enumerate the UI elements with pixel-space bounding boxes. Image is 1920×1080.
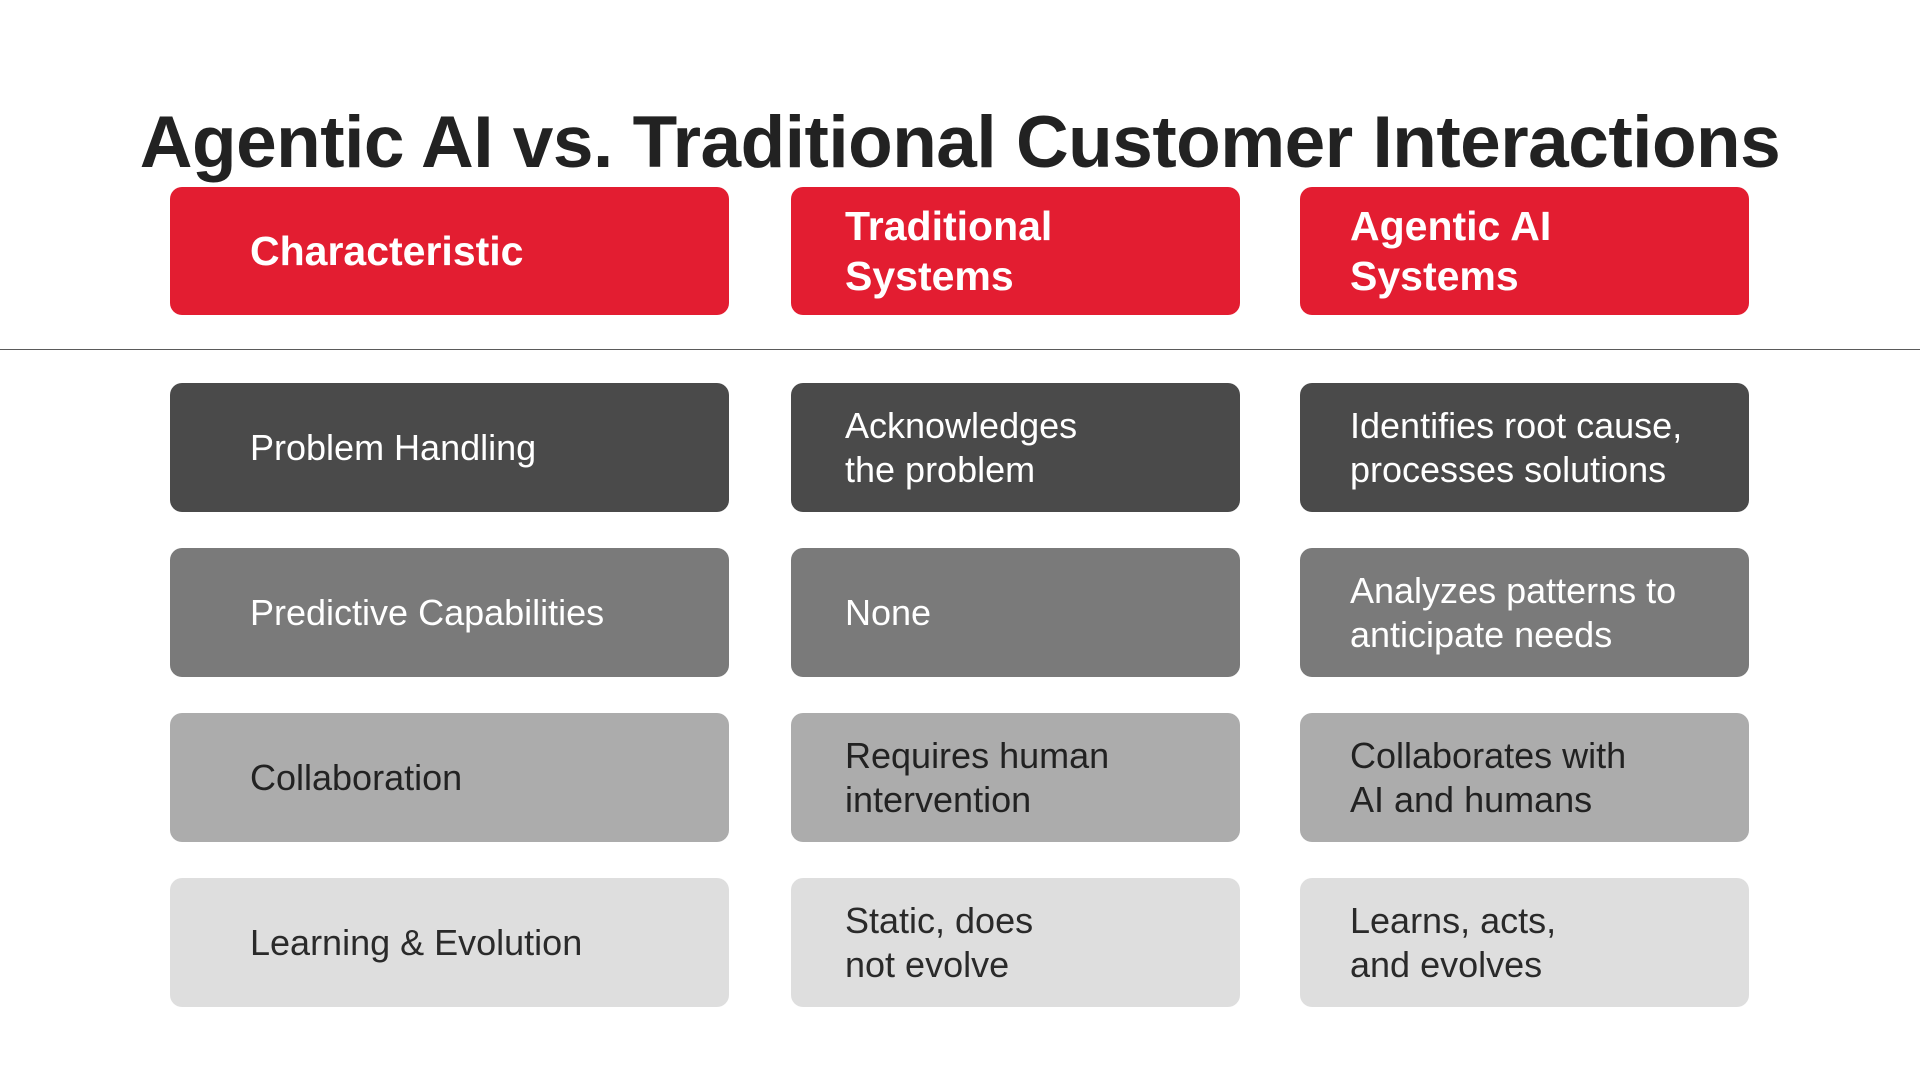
header-label: Characteristic bbox=[250, 228, 524, 274]
page-title: Agentic AI vs. Traditional Customer Inte… bbox=[139, 101, 1781, 183]
row-problem-handling-agentic: Identifies root cause, processes solutio… bbox=[1300, 383, 1749, 512]
header-label: Traditional Systems bbox=[845, 203, 1053, 299]
header-agentic-ai-systems: Agentic AI Systems bbox=[1300, 187, 1749, 315]
cell-text: Static, does not evolve bbox=[845, 899, 1034, 985]
header-characteristic: Characteristic bbox=[170, 187, 729, 315]
header-divider bbox=[0, 349, 1920, 350]
row-collaboration-agentic: Collaborates with AI and humans bbox=[1300, 713, 1749, 842]
row-predictive-traditional: None bbox=[791, 548, 1240, 677]
cell-text: Requires human intervention bbox=[845, 734, 1110, 820]
cell-text: Acknowledges the problem bbox=[845, 404, 1078, 490]
row-collaboration-traditional: Requires human intervention bbox=[791, 713, 1240, 842]
row-learning-characteristic: Learning & Evolution bbox=[170, 878, 729, 1007]
cell-text: Predictive Capabilities bbox=[250, 591, 605, 633]
row-learning-traditional: Static, does not evolve bbox=[791, 878, 1240, 1007]
cell-text: Learning & Evolution bbox=[250, 921, 583, 963]
row-collaboration-characteristic: Collaboration bbox=[170, 713, 729, 842]
cell-text: Collaboration bbox=[250, 756, 463, 798]
header-label: Agentic AI Systems bbox=[1350, 203, 1552, 299]
header-traditional-systems: Traditional Systems bbox=[791, 187, 1240, 315]
cell-text: Collaborates with AI and humans bbox=[1350, 734, 1627, 820]
row-predictive-agentic: Analyzes patterns to anticipate needs bbox=[1300, 548, 1749, 677]
cell-text: Analyzes patterns to anticipate needs bbox=[1350, 569, 1677, 655]
row-problem-handling-characteristic: Problem Handling bbox=[170, 383, 729, 512]
cell-text: None bbox=[845, 591, 932, 633]
cell-text: Identifies root cause, processes solutio… bbox=[1350, 404, 1683, 490]
cell-text: Problem Handling bbox=[250, 426, 537, 468]
row-learning-agentic: Learns, acts, and evolves bbox=[1300, 878, 1749, 1007]
row-problem-handling-traditional: Acknowledges the problem bbox=[791, 383, 1240, 512]
row-predictive-characteristic: Predictive Capabilities bbox=[170, 548, 729, 677]
cell-text: Learns, acts, and evolves bbox=[1350, 899, 1557, 985]
